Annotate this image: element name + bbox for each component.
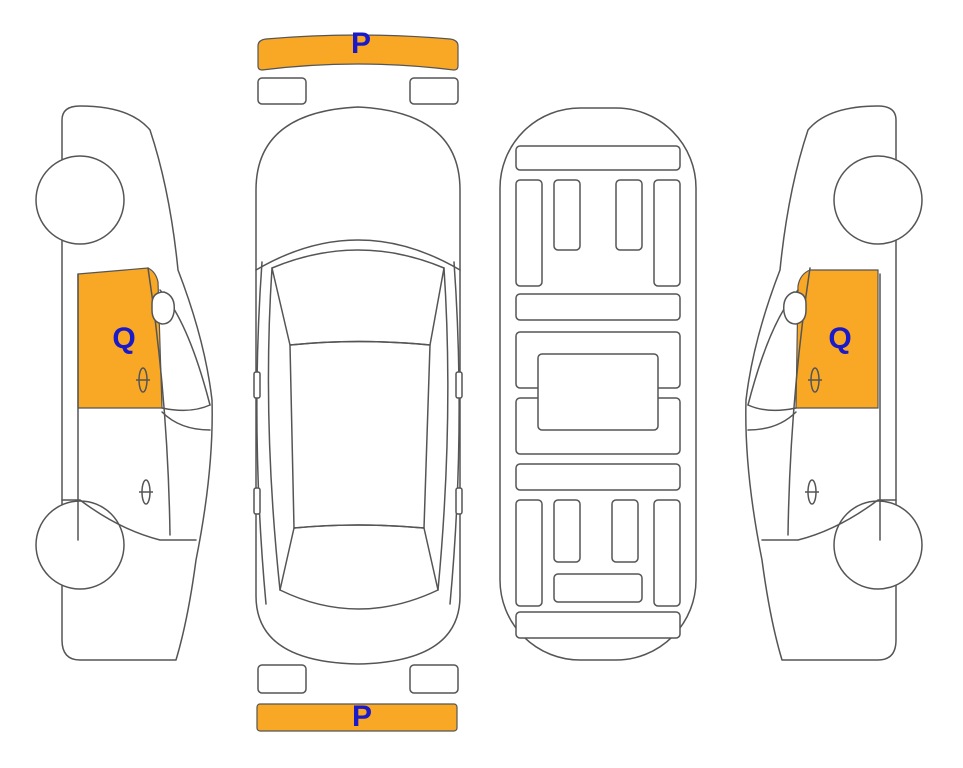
top-view-hood-line: [255, 239, 461, 271]
right-rear-door-handle-icon: [808, 367, 822, 393]
underside-rear-right-mount: [611, 499, 639, 563]
left-side-sill-curve: [161, 411, 211, 431]
rear-right-taillight: [409, 664, 459, 694]
right-rear-door-label: Q: [828, 322, 851, 355]
left-front-wheel: [35, 155, 125, 245]
right-side-sill-curve: [747, 411, 797, 431]
top-view-left-pillar: [256, 261, 267, 605]
rear-bumper-group: P: [256, 664, 459, 733]
top-view-body-outline: [255, 106, 461, 665]
left-side-mirror: [151, 291, 176, 325]
left-front-door-handle-icon: [139, 479, 153, 505]
underside-front-right-rail: [653, 179, 681, 287]
top-view-left-mirror: [253, 371, 261, 399]
car-underside-view: [499, 107, 697, 661]
top-view-right-door-handle: [455, 487, 463, 515]
top-view-left-door-handle: [253, 487, 261, 515]
underside-rear-bar: [515, 611, 681, 639]
underside-front-right-mount: [615, 179, 643, 251]
top-view-right-mirror: [455, 371, 463, 399]
car-right-side-view: Q: [745, 105, 923, 661]
right-front-wheel: [833, 155, 923, 245]
underside-rear-left-mount: [553, 499, 581, 563]
underside-rear-tank: [553, 573, 643, 603]
top-view-right-side-line: [437, 267, 449, 591]
car-top-view: [253, 106, 463, 665]
car-left-side-view: Q: [35, 105, 213, 661]
right-side-mirror: [782, 291, 807, 325]
underside-crossmember-1: [515, 293, 681, 321]
left-rear-door-label: Q: [112, 322, 135, 355]
right-rear-wheel: [833, 500, 923, 590]
right-front-door-handle-icon: [805, 479, 819, 505]
underside-front-left-rail: [515, 179, 543, 287]
top-view-windshield: [271, 249, 445, 346]
left-side-belt-line: [161, 404, 211, 412]
underside-front-bar: [515, 145, 681, 171]
underside-front-left-mount: [553, 179, 581, 251]
underside-rear-right-rail: [653, 499, 681, 607]
rear-left-taillight: [257, 664, 307, 694]
left-side-door-line: [61, 499, 197, 541]
front-bumper-highlight[interactable]: [257, 34, 459, 71]
left-rear-door-handle-icon: [136, 367, 150, 393]
left-side-body-outline: [61, 105, 213, 661]
left-rear-wheel: [35, 500, 125, 590]
underside-body-outline: [499, 107, 697, 661]
underside-crossmember-2: [515, 463, 681, 491]
rear-bumper-highlight[interactable]: [256, 703, 458, 732]
right-side-belt-line: [747, 404, 797, 412]
top-view-roof: [289, 340, 431, 529]
front-bumper-label: P: [351, 27, 371, 60]
right-side-door-line: [761, 499, 897, 541]
top-view-right-pillar: [449, 261, 460, 605]
underside-center-tunnel: [537, 353, 659, 431]
top-view-rear-window: [279, 524, 439, 610]
front-right-headlight: [409, 77, 459, 105]
front-bumper-group: P: [257, 27, 459, 105]
right-side-body-outline: [745, 105, 897, 661]
rear-bumper-label: P: [352, 700, 372, 733]
front-left-headlight: [257, 77, 307, 105]
top-view-left-side-line: [267, 267, 281, 591]
underside-rear-left-rail: [515, 499, 543, 607]
